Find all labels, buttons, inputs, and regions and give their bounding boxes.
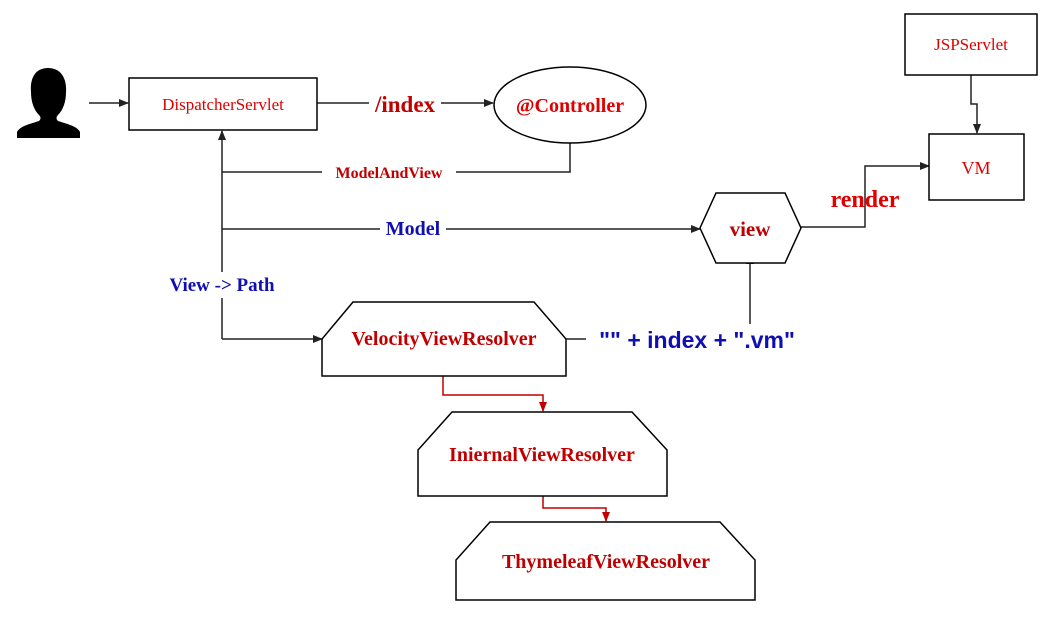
edges [89, 75, 981, 522]
node-controller: @Controller [493, 66, 647, 144]
edge-internal-thymeleaf [542, 496, 610, 522]
node-dispatcher: DispatcherServlet [128, 77, 318, 131]
node-internal-label: IniernalViewResolver [449, 444, 635, 466]
label-vm-expression: "" + index + ".vm" [599, 327, 795, 353]
node-vm-label: VM [961, 158, 990, 178]
node-dispatcher-label: DispatcherServlet [162, 95, 284, 114]
node-view: view [699, 192, 802, 264]
label-index: /index [374, 92, 436, 117]
user-silhouette-icon [17, 68, 80, 138]
label-render: render [831, 187, 900, 213]
node-vm: VM [928, 133, 1025, 201]
node-thymeleaf: ThymeleafViewResolver [455, 521, 756, 601]
label-model: Model [386, 218, 441, 240]
label-view-path: View -> Path [169, 275, 275, 296]
label-model-and-view: ModelAndView [336, 165, 443, 182]
node-internal: IniernalViewResolver [417, 411, 668, 497]
node-jspservlet: JSPServlet [904, 13, 1038, 76]
node-controller-label: @Controller [516, 95, 624, 117]
edge-jspservlet-vm [970, 75, 981, 134]
node-velocity-label: VelocityViewResolver [351, 328, 536, 350]
node-view-label: view [730, 217, 772, 241]
node-jspservlet-label: JSPServlet [934, 35, 1008, 54]
edge-velocity-internal [442, 376, 547, 412]
node-thymeleaf-label: ThymeleafViewResolver [502, 551, 710, 573]
node-velocity: VelocityViewResolver [321, 301, 567, 377]
edge-render [801, 162, 930, 228]
edge-labels: /index ModelAndView Model View -> Path r… [160, 90, 900, 353]
